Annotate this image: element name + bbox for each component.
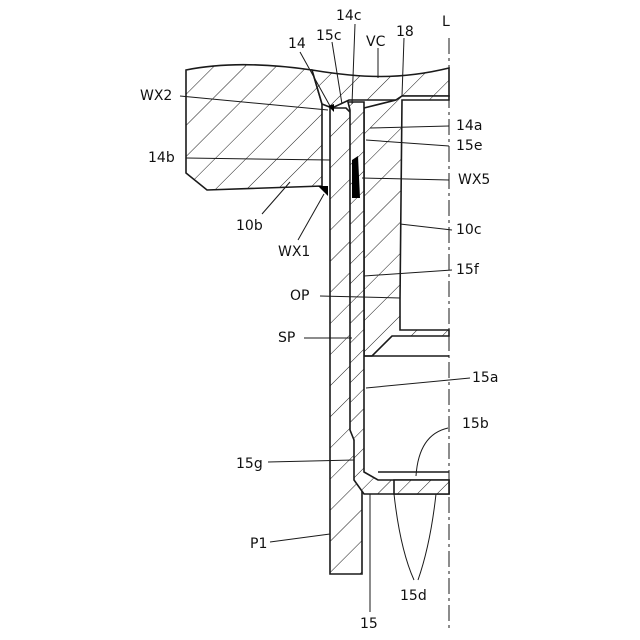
part-vc-top [312,68,449,108]
label-15f: 15f [456,262,480,278]
label-15: 15 [360,616,378,632]
label-10c: 10c [456,222,482,238]
label-WX1: WX1 [278,244,310,260]
label-WX2: WX2 [140,88,172,104]
label-WX5: WX5 [458,172,490,188]
label-SP: SP [278,330,295,346]
label-15a: 15a [472,370,498,386]
label-OP: OP [290,288,309,304]
part-15d-flange [394,480,449,494]
label-VC: VC [366,34,386,50]
label-15c: 15c [316,28,342,44]
part-10c-wall [364,96,449,356]
label-10b: 10b [236,218,263,234]
label-18: 18 [396,24,414,40]
label-14b: 14b [148,150,175,166]
label-P1: P1 [250,536,267,552]
weld-wx1 [318,186,328,196]
axis-label-L: L [442,14,450,30]
part-10b-body [186,65,322,190]
label-14c: 14c [336,8,362,24]
label-15b: 15b [462,416,489,432]
label-15d: 15d [400,588,427,604]
label-15e: 15e [456,138,482,154]
label-15g: 15g [236,456,263,472]
label-14a: 14a [456,118,482,134]
label-14: 14 [288,36,306,52]
